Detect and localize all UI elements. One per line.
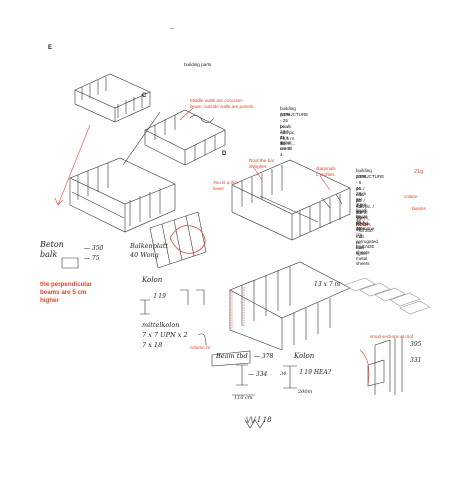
structure-2-line-2: - 36 pc. / 4,1 m steel beam ca. 30 x: [356, 192, 368, 231]
section-letter-e: E: [48, 45, 53, 51]
structure-1-line-1: beam ca. 11 x 36 cm ?4: [280, 124, 292, 157]
beton-dim-1: — 75: [84, 255, 100, 262]
right-dim-1: 331: [410, 357, 422, 364]
kolon-note-2: Kolon: [294, 352, 315, 360]
beam-dim-1: — 334: [248, 371, 268, 378]
panel-sketch-right: [344, 277, 431, 315]
top-mark: —: [170, 26, 175, 31]
beam-box-label: Beam tbd: [216, 352, 248, 360]
structure-1-line-2: - 25 pc. / 3.5 m street...: [280, 130, 296, 147]
axon-model-c: [144, 109, 226, 166]
kolon-dims-1: I 19: [154, 293, 166, 300]
profile-label: \/\/ I 18: [246, 416, 272, 424]
balkenplatt-note: Balkenplatt 40 Wong: [130, 242, 169, 259]
roof-line-0: - ca 300 m2 corrugated iron sheets: [356, 228, 378, 256]
right-dim-0: 395: [410, 341, 422, 348]
beton-dim-0: — 350: [84, 245, 104, 252]
kolon-bottom-dim-1: 34: [280, 371, 287, 377]
column-label-small: column hl: [190, 345, 210, 350]
axon-model-d: [231, 159, 351, 241]
section-letter-d: D: [222, 151, 227, 157]
structure-2-line-5: ca 16 x 16 cm: [356, 210, 363, 238]
kolon-note-1: Kolon: [142, 276, 163, 284]
grid-label: 13 x 7 m: [314, 281, 341, 288]
structure-2-line-1: 46 cm: [356, 186, 363, 197]
structure-2-title: building parts: [356, 168, 372, 179]
section-letter-c: C: [142, 93, 147, 99]
kolon-dims-2: I 19 HEA?: [300, 369, 331, 376]
column-grid-center: [229, 261, 351, 351]
building-parts-title: building parts: [184, 62, 212, 67]
kolon-bottom-dim-0: 200m: [298, 389, 313, 395]
roof-heading: ROOF: [356, 222, 370, 227]
structure-2-red-mark-2: beams: [412, 206, 426, 211]
diagonals-note: diagonals L profiles: [316, 166, 336, 177]
facade-line-0: - metal sheets: [356, 250, 370, 267]
frame-sketch-left: [149, 211, 207, 269]
axon-model-e-top: [74, 73, 151, 123]
structure-2-red-mark-0: 21g: [414, 169, 424, 175]
structure-2-heading: STRUCTURE: [356, 174, 385, 179]
structure-1-title: building parts: [280, 106, 296, 117]
structure-1-line-0: - 25 pc. / 13.5 m street metall: [280, 118, 293, 151]
bottom-dims: 110 cm: [234, 395, 253, 401]
structure-2-red-mark-1: colaire: [404, 194, 418, 199]
structure-2-line-3: 23 cm: [356, 198, 363, 209]
structure-2-line-0: - 6 pc. / 27 m 9H steel beam ca. 36 x: [356, 180, 368, 225]
roof-line-1: - 10 pc. roof lights: [356, 234, 367, 256]
small-end-note: small sections at roof: [370, 334, 414, 339]
facade-heading: FACADE: [356, 244, 375, 249]
beton-note: Beton balk: [40, 240, 64, 259]
axon-model-e-bottom: [69, 157, 176, 233]
note-roof-bar-short: You is a thin lower: [213, 180, 238, 191]
structure-2-line-4: - 24 pc. / 3.5 m sheet metall calsonne: [356, 204, 375, 232]
beam-dim-0: — 378: [254, 353, 274, 360]
perpendicular-beams-note: the perpendicular beams are 5 cm higher: [40, 281, 92, 304]
note-roof-bar: Roof the bar is higher: [249, 158, 275, 169]
structure-2-line-6: 7 x 7 L profiles: [356, 216, 371, 227]
right-column-sketch: [359, 336, 403, 395]
note-middle-walls: Middle walls are concrete- beam, outside…: [190, 98, 254, 109]
structure-1-heading: STRUCTURE: [280, 112, 309, 117]
mittelkolon-note: mittelkolon 7 x 7 UPN x 2 7 x 18: [142, 321, 188, 349]
